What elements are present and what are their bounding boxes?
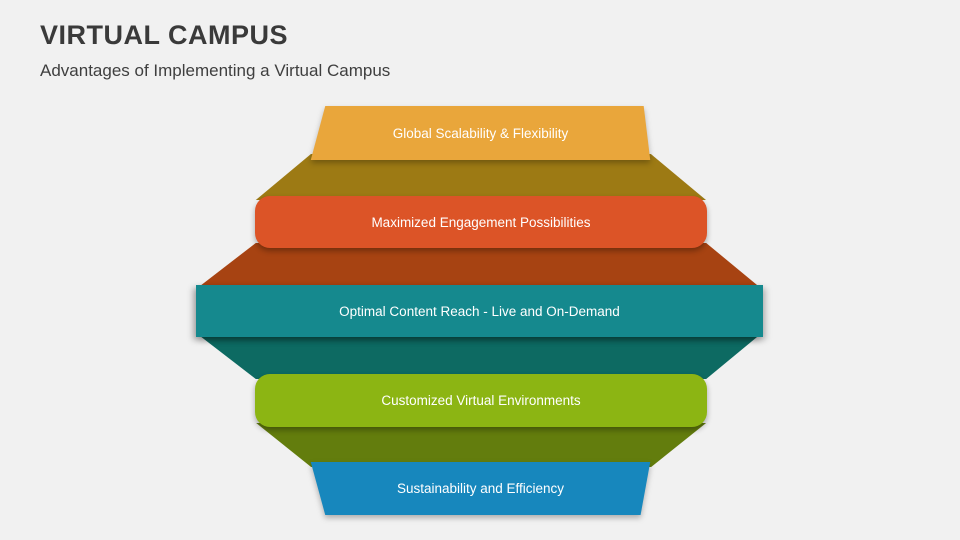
band-sustainability-efficiency: Sustainability and Efficiency <box>308 462 653 515</box>
slide-title: VIRTUAL CAMPUS <box>40 20 289 50</box>
band-customized-environments: Customized Virtual Environments <box>255 374 707 427</box>
ribbon-fold-3 <box>196 333 762 379</box>
ribbon-fold-2 <box>196 243 762 289</box>
band-shape: Customized Virtual Environments <box>255 374 707 427</box>
ribbon-fold-4 <box>256 423 707 467</box>
band-optimal-content-reach: Optimal Content Reach - Live and On-Dema… <box>196 285 763 337</box>
band-shape: Sustainability and Efficiency <box>310 462 651 515</box>
band-global-scalability: Global Scalability & Flexibility <box>308 106 653 160</box>
band-shape: Global Scalability & Flexibility <box>310 106 651 160</box>
band-label: Customized Virtual Environments <box>381 393 581 408</box>
band-label: Global Scalability & Flexibility <box>392 125 569 141</box>
band-shape: Maximized Engagement Possibilities <box>255 196 707 248</box>
band-label: Optimal Content Reach - Live and On-Dema… <box>339 303 620 319</box>
ribbon-fold-1 <box>255 154 706 200</box>
band-label: Maximized Engagement Possibilities <box>371 214 591 230</box>
slide-subtitle: Advantages of Implementing a Virtual Cam… <box>40 61 391 80</box>
band-maximized-engagement: Maximized Engagement Possibilities <box>255 196 707 248</box>
band-shape: Optimal Content Reach - Live and On-Dema… <box>196 285 763 337</box>
band-label: Sustainability and Efficiency <box>396 481 565 496</box>
